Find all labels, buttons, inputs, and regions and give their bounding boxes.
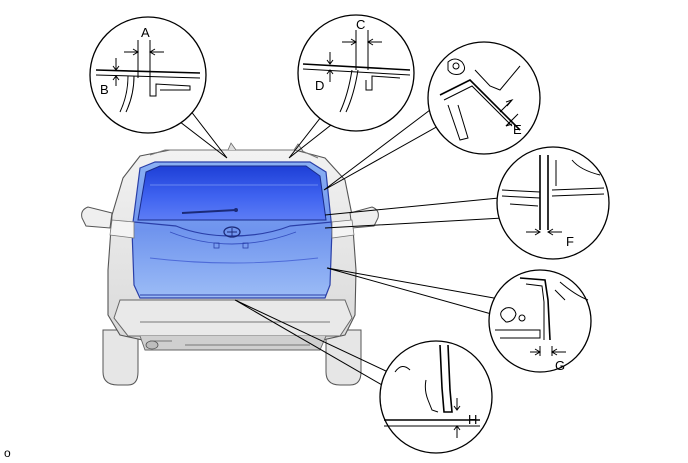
vehicle-rear-view xyxy=(81,142,379,386)
detail-circle-c-d: C D xyxy=(297,14,415,132)
label-f: F xyxy=(566,234,574,249)
label-g: G xyxy=(555,358,565,373)
detail-circle-a-b: A B xyxy=(89,16,207,134)
detail-circle-g: G xyxy=(488,269,592,373)
label-h: H xyxy=(468,412,477,427)
leader-lines xyxy=(170,107,506,386)
detail-circle-e: E xyxy=(427,41,541,155)
label-e: E xyxy=(513,122,522,137)
label-c: C xyxy=(356,17,365,32)
detail-circle-h: H xyxy=(379,340,493,454)
label-b: B xyxy=(100,82,109,97)
label-a: A xyxy=(141,25,150,40)
label-d: D xyxy=(315,78,324,93)
detail-circle-f: F xyxy=(496,146,610,260)
figure-reference-code: o xyxy=(4,446,11,460)
